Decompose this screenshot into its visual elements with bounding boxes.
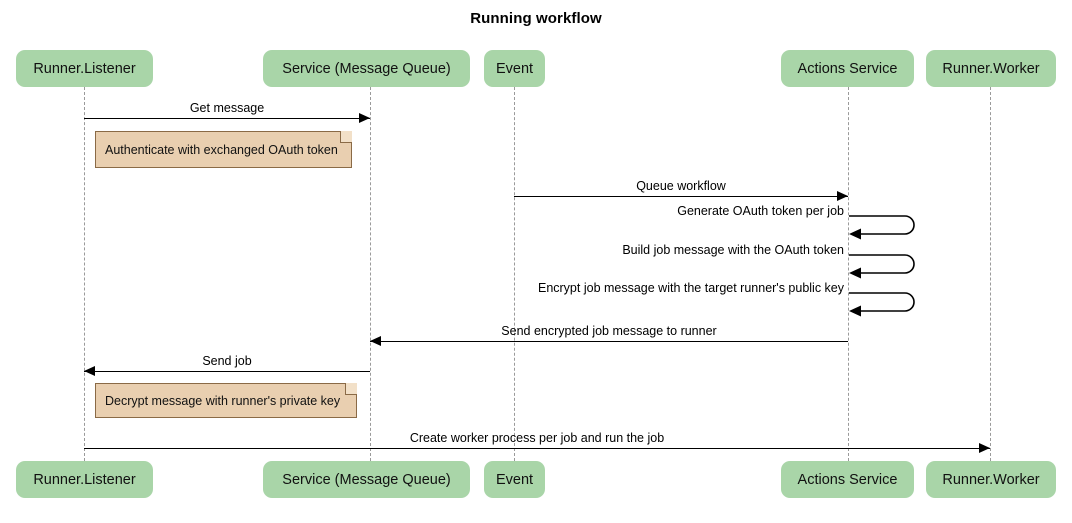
lifeline-actions-service bbox=[848, 87, 849, 461]
message-line-create-worker bbox=[84, 448, 990, 449]
participant-actions-service-top[interactable]: Actions Service bbox=[781, 50, 914, 87]
message-line-queue-workflow bbox=[514, 196, 848, 197]
participant-runner-worker-top[interactable]: Runner.Worker bbox=[926, 50, 1056, 87]
message-label-get-message: Get message bbox=[189, 101, 265, 115]
participant-label: Actions Service bbox=[797, 60, 898, 77]
note-text: Authenticate with exchanged OAuth token bbox=[105, 142, 338, 157]
participant-label: Runner.Listener bbox=[33, 471, 136, 488]
participant-runner-listener-top[interactable]: Runner.Listener bbox=[16, 50, 153, 87]
participant-service-queue-bottom[interactable]: Service (Message Queue) bbox=[263, 461, 470, 498]
participant-label: Event bbox=[495, 60, 534, 77]
self-message-build-message bbox=[848, 253, 920, 283]
self-message-label-encrypt-message: Encrypt job message with the target runn… bbox=[537, 281, 844, 295]
self-message-generate-token bbox=[848, 214, 920, 244]
arrowhead-send-job bbox=[84, 366, 95, 377]
message-label-send-encrypted: Send encrypted job message to runner bbox=[501, 324, 717, 338]
participant-label: Actions Service bbox=[797, 471, 898, 488]
self-message-encrypt-message bbox=[848, 291, 920, 321]
participant-label: Runner.Listener bbox=[33, 60, 136, 77]
participant-label: Service (Message Queue) bbox=[282, 471, 451, 488]
note-fold-corner-icon bbox=[340, 131, 352, 143]
arrowhead-get-message bbox=[359, 113, 370, 124]
note-fold-corner-icon bbox=[345, 383, 357, 395]
lifeline-runner-listener bbox=[84, 87, 85, 461]
message-line-send-job bbox=[84, 371, 370, 372]
message-label-create-worker: Create worker process per job and run th… bbox=[409, 431, 665, 445]
participant-event-bottom[interactable]: Event bbox=[484, 461, 545, 498]
participant-actions-service-bottom[interactable]: Actions Service bbox=[781, 461, 914, 498]
lifeline-service-queue bbox=[370, 87, 371, 461]
lifeline-event bbox=[514, 87, 515, 461]
lifeline-runner-worker bbox=[990, 87, 991, 461]
message-label-send-job: Send job bbox=[202, 354, 252, 368]
self-message-label-generate-token: Generate OAuth token per job bbox=[677, 204, 844, 218]
page-title: Running workflow bbox=[470, 10, 602, 27]
note-decrypt: Decrypt message with runner's private ke… bbox=[95, 383, 357, 418]
participant-event-top[interactable]: Event bbox=[484, 50, 545, 87]
participant-label: Event bbox=[495, 471, 534, 488]
self-message-label-build-message: Build job message with the OAuth token bbox=[622, 243, 844, 257]
arrowhead-queue-workflow bbox=[837, 191, 848, 202]
participant-label: Runner.Worker bbox=[942, 471, 1040, 488]
participant-service-queue-top[interactable]: Service (Message Queue) bbox=[263, 50, 470, 87]
message-line-send-encrypted bbox=[370, 341, 848, 342]
note-authenticate: Authenticate with exchanged OAuth token bbox=[95, 131, 352, 168]
arrowhead-send-encrypted bbox=[370, 336, 381, 347]
participant-label: Runner.Worker bbox=[942, 60, 1040, 77]
participant-label: Service (Message Queue) bbox=[282, 60, 451, 77]
participant-runner-worker-bottom[interactable]: Runner.Worker bbox=[926, 461, 1056, 498]
note-text: Decrypt message with runner's private ke… bbox=[105, 393, 341, 408]
message-label-queue-workflow: Queue workflow bbox=[636, 179, 726, 193]
arrowhead-create-worker bbox=[979, 443, 990, 454]
message-line-get-message bbox=[84, 118, 370, 119]
participant-runner-listener-bottom[interactable]: Runner.Listener bbox=[16, 461, 153, 498]
